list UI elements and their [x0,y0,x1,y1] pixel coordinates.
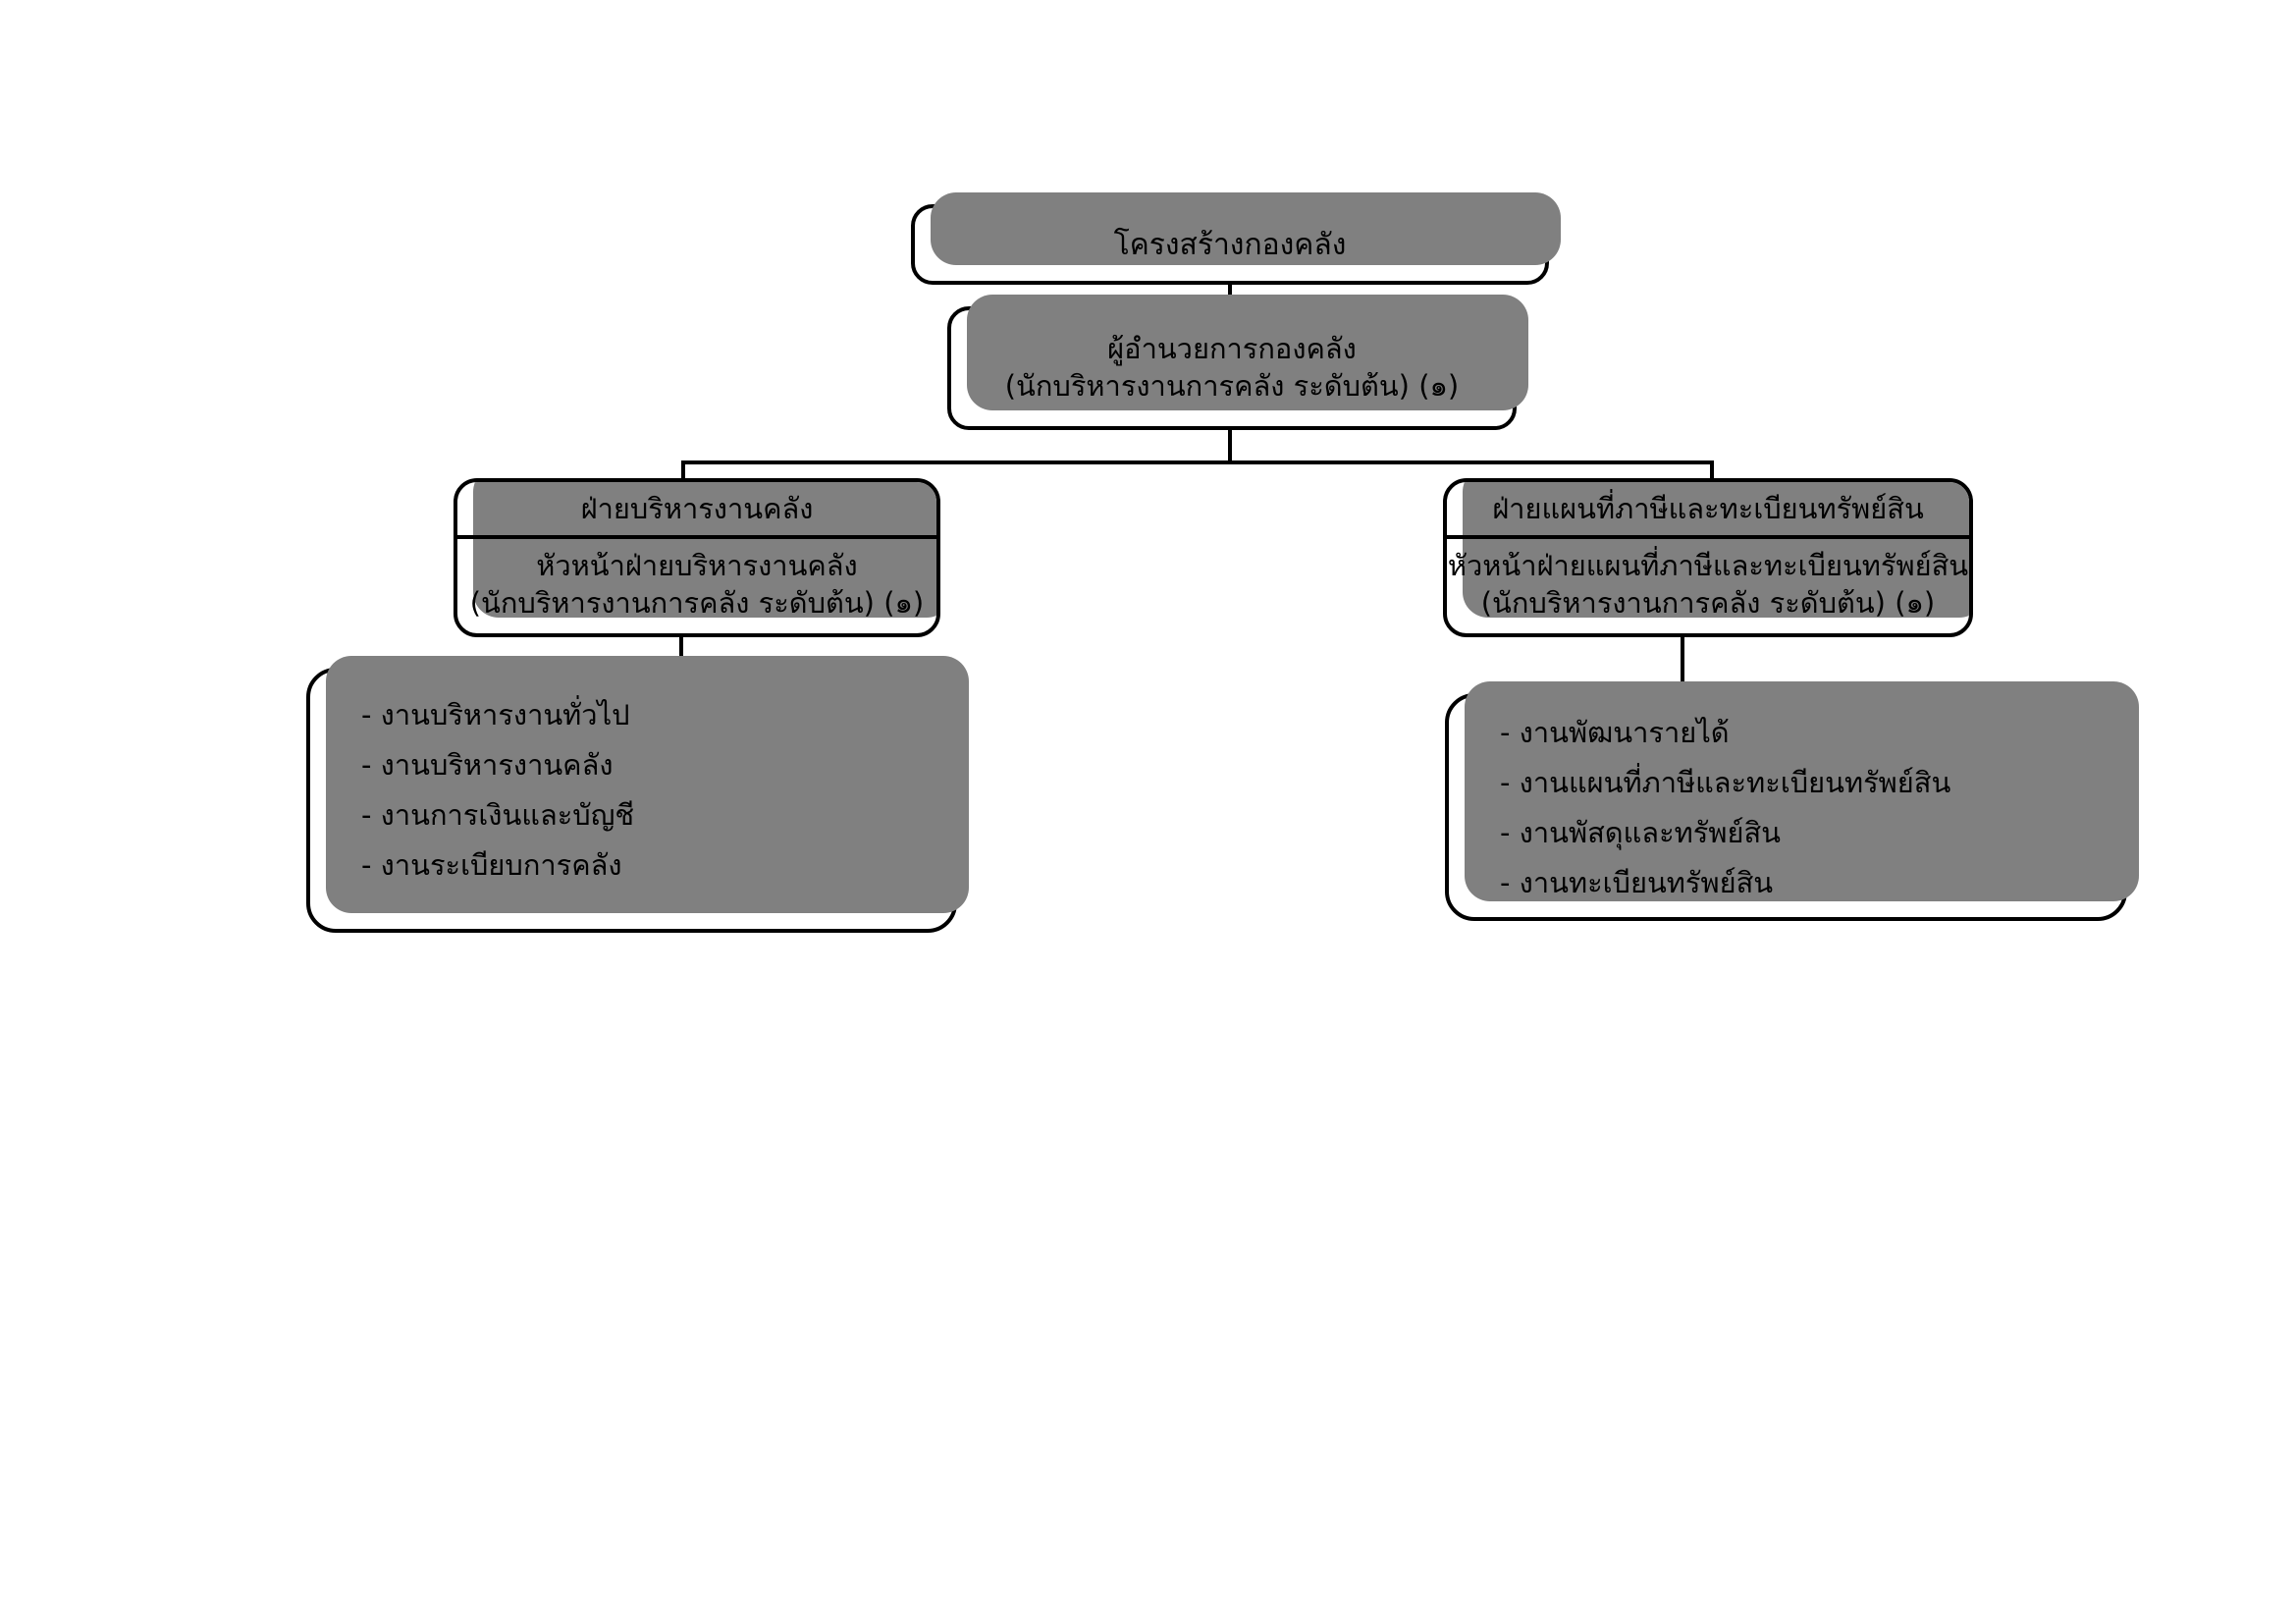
list-item: - งานพัฒนารายได้ [1500,716,1730,749]
department-left-chief-label: หัวหน้าฝ่ายบริหารงานคลัง [536,548,858,582]
box-shadow [1465,681,2139,901]
department-left-position-label: (นักบริหารงานการคลัง ระดับต้น) (๑) [469,586,925,620]
department-right-body: หัวหน้าฝ่ายแผนที่ภาษีและทะเบียนทรัพย์สิน… [1447,539,1969,633]
box-shadow [931,192,1561,265]
director-title-label: ผู้อำนวยการกองคลัง [1107,332,1357,366]
chart-title-label: โครงสร้างกองคลัง [1113,227,1347,262]
list-item: - งานแผนที่ภาษีและทะเบียนทรัพย์สิน [1500,766,1951,799]
list-item: - งานพัสดุและทรัพย์สิน [1500,816,1781,849]
connector-dept-right-to-tasks [1681,633,1684,698]
connector-branch-left-drop [681,460,685,482]
department-box-finance-admin: ฝ่ายบริหารงานคลัง หัวหน้าฝ่ายบริหารงานคล… [454,478,940,637]
connector-branch-right-drop [1710,460,1714,482]
list-item: - งานบริหารงานคลัง [361,748,614,782]
list-item: - งานระเบียบการคลัง [361,848,622,882]
director-box: ผู้อำนวยการกองคลัง (นักบริหารงานการคลัง … [947,295,1528,430]
director-position-label: (นักบริหารงานการคลัง ระดับต้น) (๑) [1004,369,1460,403]
box-shadow [473,482,936,618]
connector-director-drop [1228,427,1232,462]
box-shadow [326,656,969,913]
task-box-tax-map-property: - งานพัฒนารายได้ - งานแผนที่ภาษีและทะเบี… [1445,681,2139,921]
list-item: - งานทะเบียนทรัพย์สิน [1500,866,1774,899]
department-box-tax-map-property: ฝ่ายแผนที่ภาษีและทะเบียนทรัพย์สิน หัวหน้… [1443,478,1973,637]
box-shadow [1463,482,1969,618]
department-right-position-label: (นักบริหารงานการคลัง ระดับต้น) (๑) [1480,586,1936,620]
connector-branch-bar [681,460,1714,464]
department-left-body: หัวหน้าฝ่ายบริหารงานคลัง (นักบริหารงานกา… [457,539,936,633]
department-left-header: ฝ่ายบริหารงานคลัง [457,482,936,539]
list-item: - งานบริหารงานทั่วไป [361,698,630,731]
chart-title-box: โครงสร้างกองคลัง [911,192,1561,285]
connector-dept-left-to-tasks [679,633,683,673]
department-right-header: ฝ่ายแผนที่ภาษีและทะเบียนทรัพย์สิน [1447,482,1969,539]
box-shadow [967,295,1528,410]
task-list-left: - งานบริหารงานทั่วไป - งานบริหารงานคลัง … [310,672,953,901]
task-list-right: - งานพัฒนารายได้ - งานแผนที่ภาษีและทะเบี… [1449,697,2123,919]
task-box-finance-admin: - งานบริหารงานทั่วไป - งานบริหารงานคลัง … [306,656,969,933]
list-item: - งานการเงินและบัญชี [361,798,635,832]
department-right-chief-label: หัวหน้าฝ่ายแผนที่ภาษีและทะเบียนทรัพย์สิน [1447,548,1969,582]
